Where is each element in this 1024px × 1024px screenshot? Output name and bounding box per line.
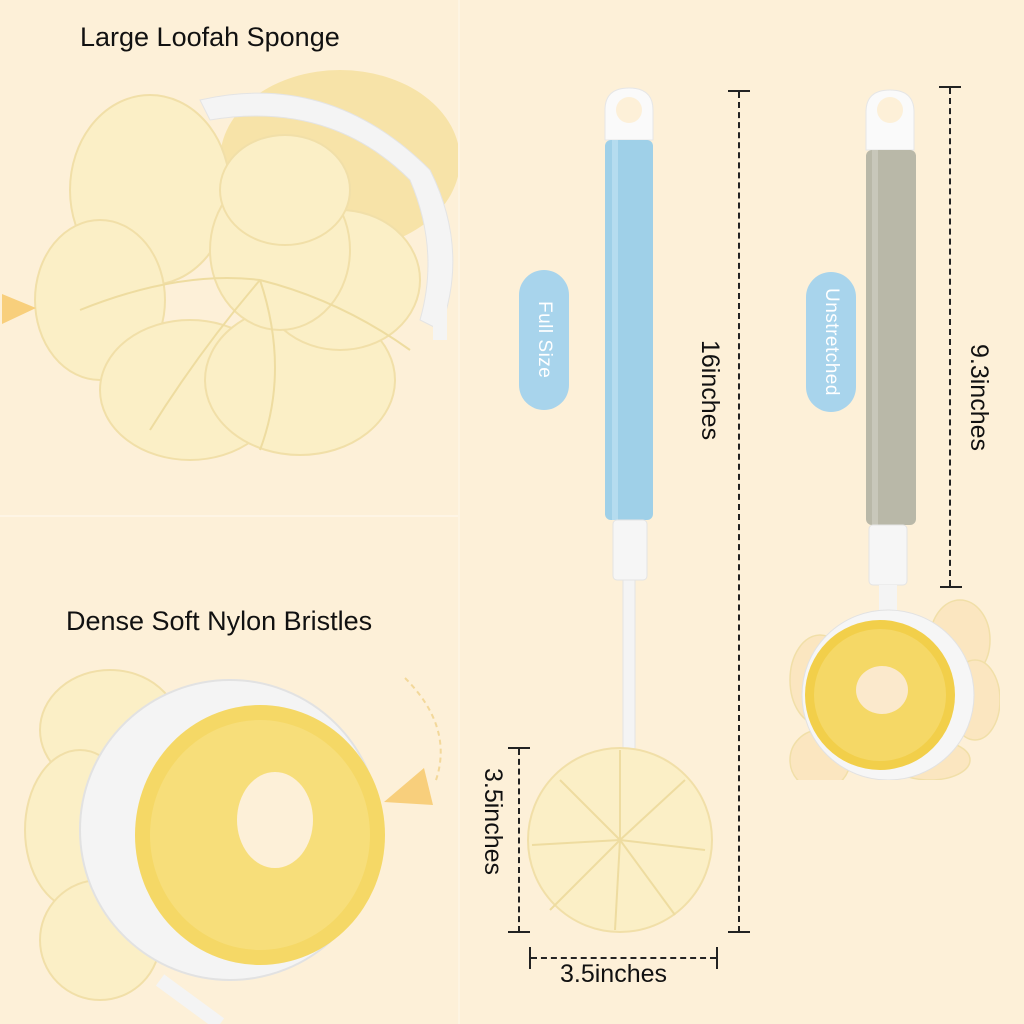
panel-divider-vertical	[458, 0, 460, 1024]
dim-sponge-width-line	[531, 957, 716, 959]
feature-title-loofah: Large Loofah Sponge	[80, 22, 340, 52]
dim-16-cap-top	[728, 90, 750, 92]
dim-sponge-height-cap-top	[508, 747, 530, 749]
pointer-arrow-icon	[2, 294, 36, 324]
curved-arrow-icon	[384, 677, 442, 805]
panel-divider-horizontal	[0, 515, 458, 517]
dim-sponge-height-label: 3.5inches	[479, 768, 507, 876]
dim-unstretched-length-label: 9.3inches	[965, 344, 993, 452]
badge-unstretched: Unstretched	[806, 272, 856, 412]
dim-16-cap-bottom	[728, 931, 750, 933]
full-size-brush-illustration	[527, 87, 713, 933]
dim-sponge-height-cap-bottom	[508, 931, 530, 933]
dim-9-3-cap-top	[939, 86, 961, 88]
unstretched-brush-illustration	[789, 89, 1000, 780]
dim-16-line	[738, 92, 740, 932]
dim-full-length-label: 16inches	[696, 340, 724, 441]
loofah-closeup-illustration	[34, 70, 458, 461]
bristle-closeup-illustration	[24, 669, 385, 1024]
dim-sponge-height-line	[518, 749, 520, 932]
dim-sponge-width-cap-right	[716, 947, 718, 969]
badge-unstretched-label: Unstretched	[821, 288, 842, 396]
badge-full-size-label: Full Size	[534, 301, 555, 379]
dim-9-3-cap-bottom	[940, 586, 962, 588]
dim-9-3-line	[949, 88, 951, 586]
dim-sponge-width-label: 3.5inches	[560, 960, 668, 988]
feature-title-bristles: Dense Soft Nylon Bristles	[66, 606, 373, 636]
badge-full-size: Full Size	[519, 270, 569, 410]
dim-sponge-width-cap-left	[529, 947, 531, 969]
